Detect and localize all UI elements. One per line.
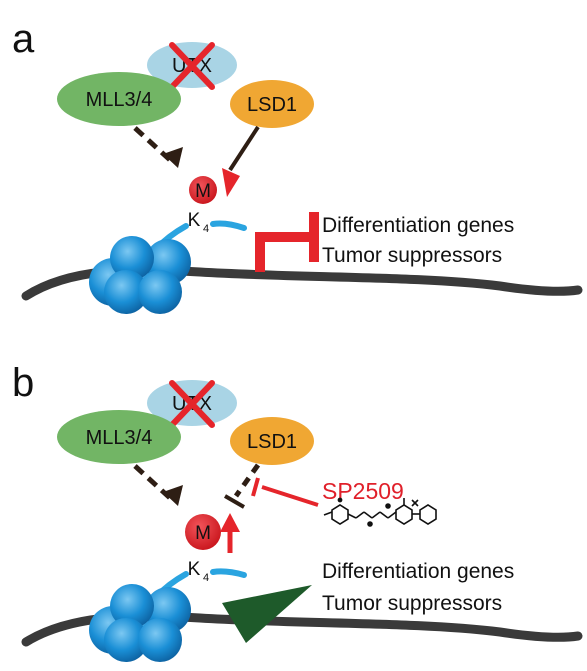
panel-b-utx-node: UTX — [147, 380, 237, 428]
panel-a-residue-subscript: 4 — [203, 223, 209, 235]
panel-a-mll-node: MLL3/4 — [57, 72, 181, 126]
panel-b: b UTX MLL3/4 LSD1 — [12, 361, 583, 662]
panel-b-mll-label: MLL3/4 — [86, 427, 153, 449]
panel-a-gene-line-2: Tumor suppressors — [322, 244, 502, 267]
panel-b-residue-subscript: 4 — [203, 572, 209, 584]
panel-b-lsd1-node: LSD1 — [230, 417, 314, 465]
methyl-accumulation-arrow — [220, 513, 240, 553]
panel-b-methyl-mark: M — [185, 513, 240, 553]
panel-b-gene-line-2: Tumor suppressors — [322, 592, 502, 615]
panel-b-drug-label: SP2509 — [322, 478, 404, 504]
panel-a-lsd1-node: LSD1 — [230, 80, 314, 128]
panel-b-sp2509-inhibition — [251, 477, 319, 507]
panel-b-residue-label: K — [188, 559, 201, 580]
panel-b-mll-node: MLL3/4 — [57, 410, 181, 464]
panel-a-repression-bracket — [255, 212, 319, 272]
panel-a-lsd1-arrow — [222, 125, 260, 197]
panel-a-gene-line-1: Differentiation genes — [322, 214, 514, 237]
panel-a-residue-label: K — [188, 210, 201, 231]
red-x-cross-icon — [169, 380, 215, 428]
panel-b-lsd1-inhibited-arrow — [223, 463, 261, 509]
panel-a-mll-arrow — [133, 126, 183, 168]
panel-b-k4-residue: K 4 — [188, 559, 209, 584]
panel-b-gene-line-1: Differentiation genes — [322, 560, 514, 583]
panel-a-letter: a — [12, 17, 35, 61]
panel-b-letter: b — [12, 361, 34, 405]
red-x-cross-icon — [169, 42, 215, 90]
panel-b-methyl-label: M — [195, 523, 211, 544]
chemical-structure-icon — [323, 497, 437, 527]
panel-a-nucleosome — [89, 236, 191, 314]
panel-a-histone-tail-right — [210, 220, 247, 231]
panel-b-histone-tail-right — [210, 568, 247, 578]
panel-b-nucleosome — [89, 584, 191, 662]
panel-a-mll-label: MLL3/4 — [86, 89, 153, 111]
panel-a-methyl-label: M — [195, 181, 211, 202]
panel-a-k4-residue: K 4 — [188, 210, 209, 235]
panel-a: a UTX MLL3/4 LSD1 — [12, 17, 583, 314]
panel-a-methyl-mark: M — [189, 176, 217, 204]
panel-b-lsd1-label: LSD1 — [247, 431, 297, 453]
panel-a-utx-node: UTX — [147, 42, 237, 90]
panel-b-mll-arrow — [133, 464, 183, 506]
panel-b-activation-triangle — [222, 585, 312, 643]
panel-a-lsd1-label: LSD1 — [247, 94, 297, 116]
